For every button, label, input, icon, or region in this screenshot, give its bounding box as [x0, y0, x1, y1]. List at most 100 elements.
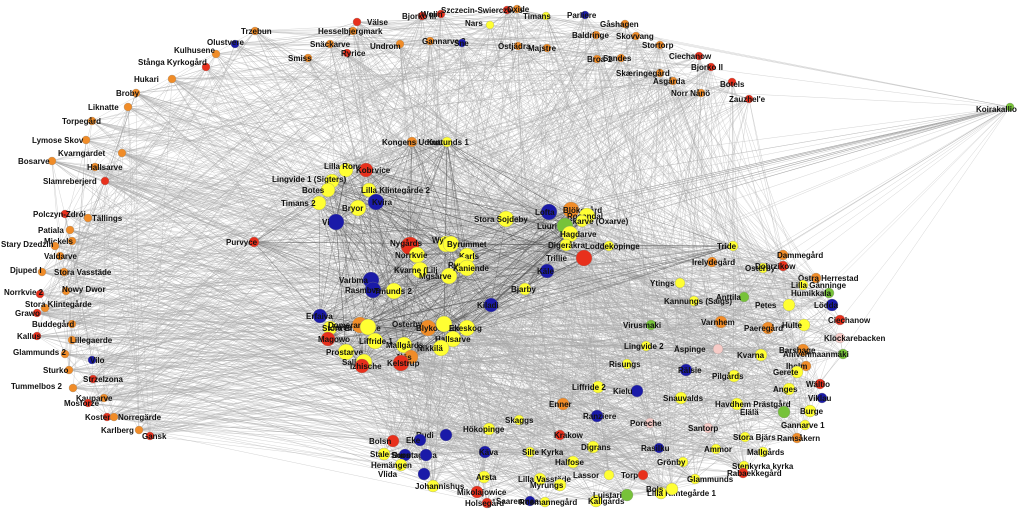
node-circle [644, 417, 656, 429]
edge [36, 312, 405, 346]
graph-node: Havdhem Prästgård [715, 397, 791, 411]
edge [596, 81, 733, 417]
node-circle [361, 182, 377, 198]
edge [87, 402, 597, 502]
hub-edge [461, 233, 571, 266]
edge [113, 264, 463, 418]
node-label: Djuped I [10, 266, 42, 275]
node-circle [654, 486, 668, 500]
edge [569, 233, 762, 356]
node-label: Skæringegård [616, 69, 670, 78]
edge [106, 288, 526, 418]
edge [357, 23, 626, 209]
node-label: Sturko [43, 366, 68, 375]
node-circle [59, 267, 69, 277]
node-circle [677, 456, 689, 468]
edge [562, 397, 823, 405]
edge [215, 53, 784, 267]
edge [138, 324, 652, 431]
node-label: Purvyce [226, 238, 258, 247]
edge [427, 327, 762, 356]
node-label: Lassor [573, 471, 599, 480]
node-label: Broby [116, 89, 140, 98]
graph-node: Lilla Rone [324, 162, 363, 178]
edge [440, 304, 790, 349]
edge [732, 245, 817, 279]
node-circle [825, 298, 839, 312]
node-circle [392, 354, 410, 372]
node-circle [349, 199, 367, 217]
node-circle [359, 318, 377, 336]
hub-edge [331, 180, 468, 269]
edge [91, 57, 309, 361]
edge [254, 15, 547, 32]
edge [64, 169, 367, 215]
edge [327, 98, 750, 191]
edge [635, 35, 1011, 108]
edge [36, 30, 354, 337]
edge [361, 365, 546, 503]
hub-edge [345, 233, 571, 353]
node-circle [757, 446, 769, 458]
graph-node: Elälä [740, 405, 791, 419]
edge [94, 166, 588, 217]
edge [452, 338, 745, 467]
edge [64, 106, 129, 215]
node-circle [777, 249, 789, 261]
node-label: Trillie [546, 254, 567, 263]
graph-node: Enner [549, 397, 572, 411]
node-label: Risungs [609, 360, 641, 369]
node-label: Liarve [328, 323, 352, 332]
graph-node: Polczyn-Zdrój [33, 209, 86, 219]
graph-node: Torpegård [62, 116, 101, 126]
edge [87, 402, 421, 441]
hub-edge [505, 218, 585, 259]
edge [307, 13, 442, 59]
edge [87, 217, 321, 317]
node-circle [477, 470, 491, 484]
edge [506, 9, 598, 60]
edge [693, 106, 1011, 302]
edge [138, 304, 790, 431]
edge [636, 44, 661, 392]
edge [44, 72, 661, 309]
node-circle [413, 433, 427, 447]
graph-node: Djuped I [10, 266, 47, 277]
edge [581, 220, 841, 339]
graph-node: Zauzhel'e [729, 94, 766, 104]
edge [113, 416, 427, 456]
hub-edge [365, 141, 448, 171]
node-circle [727, 77, 737, 87]
node-label: Undrom [370, 42, 401, 51]
node-label: Hulte [782, 321, 803, 330]
edge [400, 464, 597, 502]
edge [505, 66, 712, 220]
graph-node: Rudi [416, 428, 453, 442]
graph-node: Trillie [546, 249, 593, 267]
edge [819, 106, 1011, 385]
edge [548, 211, 597, 502]
edge [63, 35, 637, 273]
edge [39, 269, 421, 295]
hub-edge [367, 215, 588, 328]
node-circle [757, 262, 769, 274]
edge [363, 361, 490, 430]
edge [419, 363, 628, 441]
edge [234, 43, 784, 267]
edge [529, 15, 547, 453]
graph-node: Johannishus [415, 479, 465, 493]
node-label: Vlida [378, 470, 398, 479]
edge [693, 300, 790, 306]
node-circle [710, 443, 722, 455]
graph-node: Stary Dzedzin [1, 240, 60, 251]
edge [113, 284, 804, 418]
node-label: Stora Vasstäde [54, 268, 112, 277]
edge [484, 451, 662, 494]
graph-node: Snauvalds [663, 391, 704, 405]
graph-node: Rälsie [678, 363, 702, 377]
node-circle [406, 136, 418, 148]
edge [544, 427, 709, 503]
edge [92, 315, 321, 380]
edge [68, 369, 662, 494]
